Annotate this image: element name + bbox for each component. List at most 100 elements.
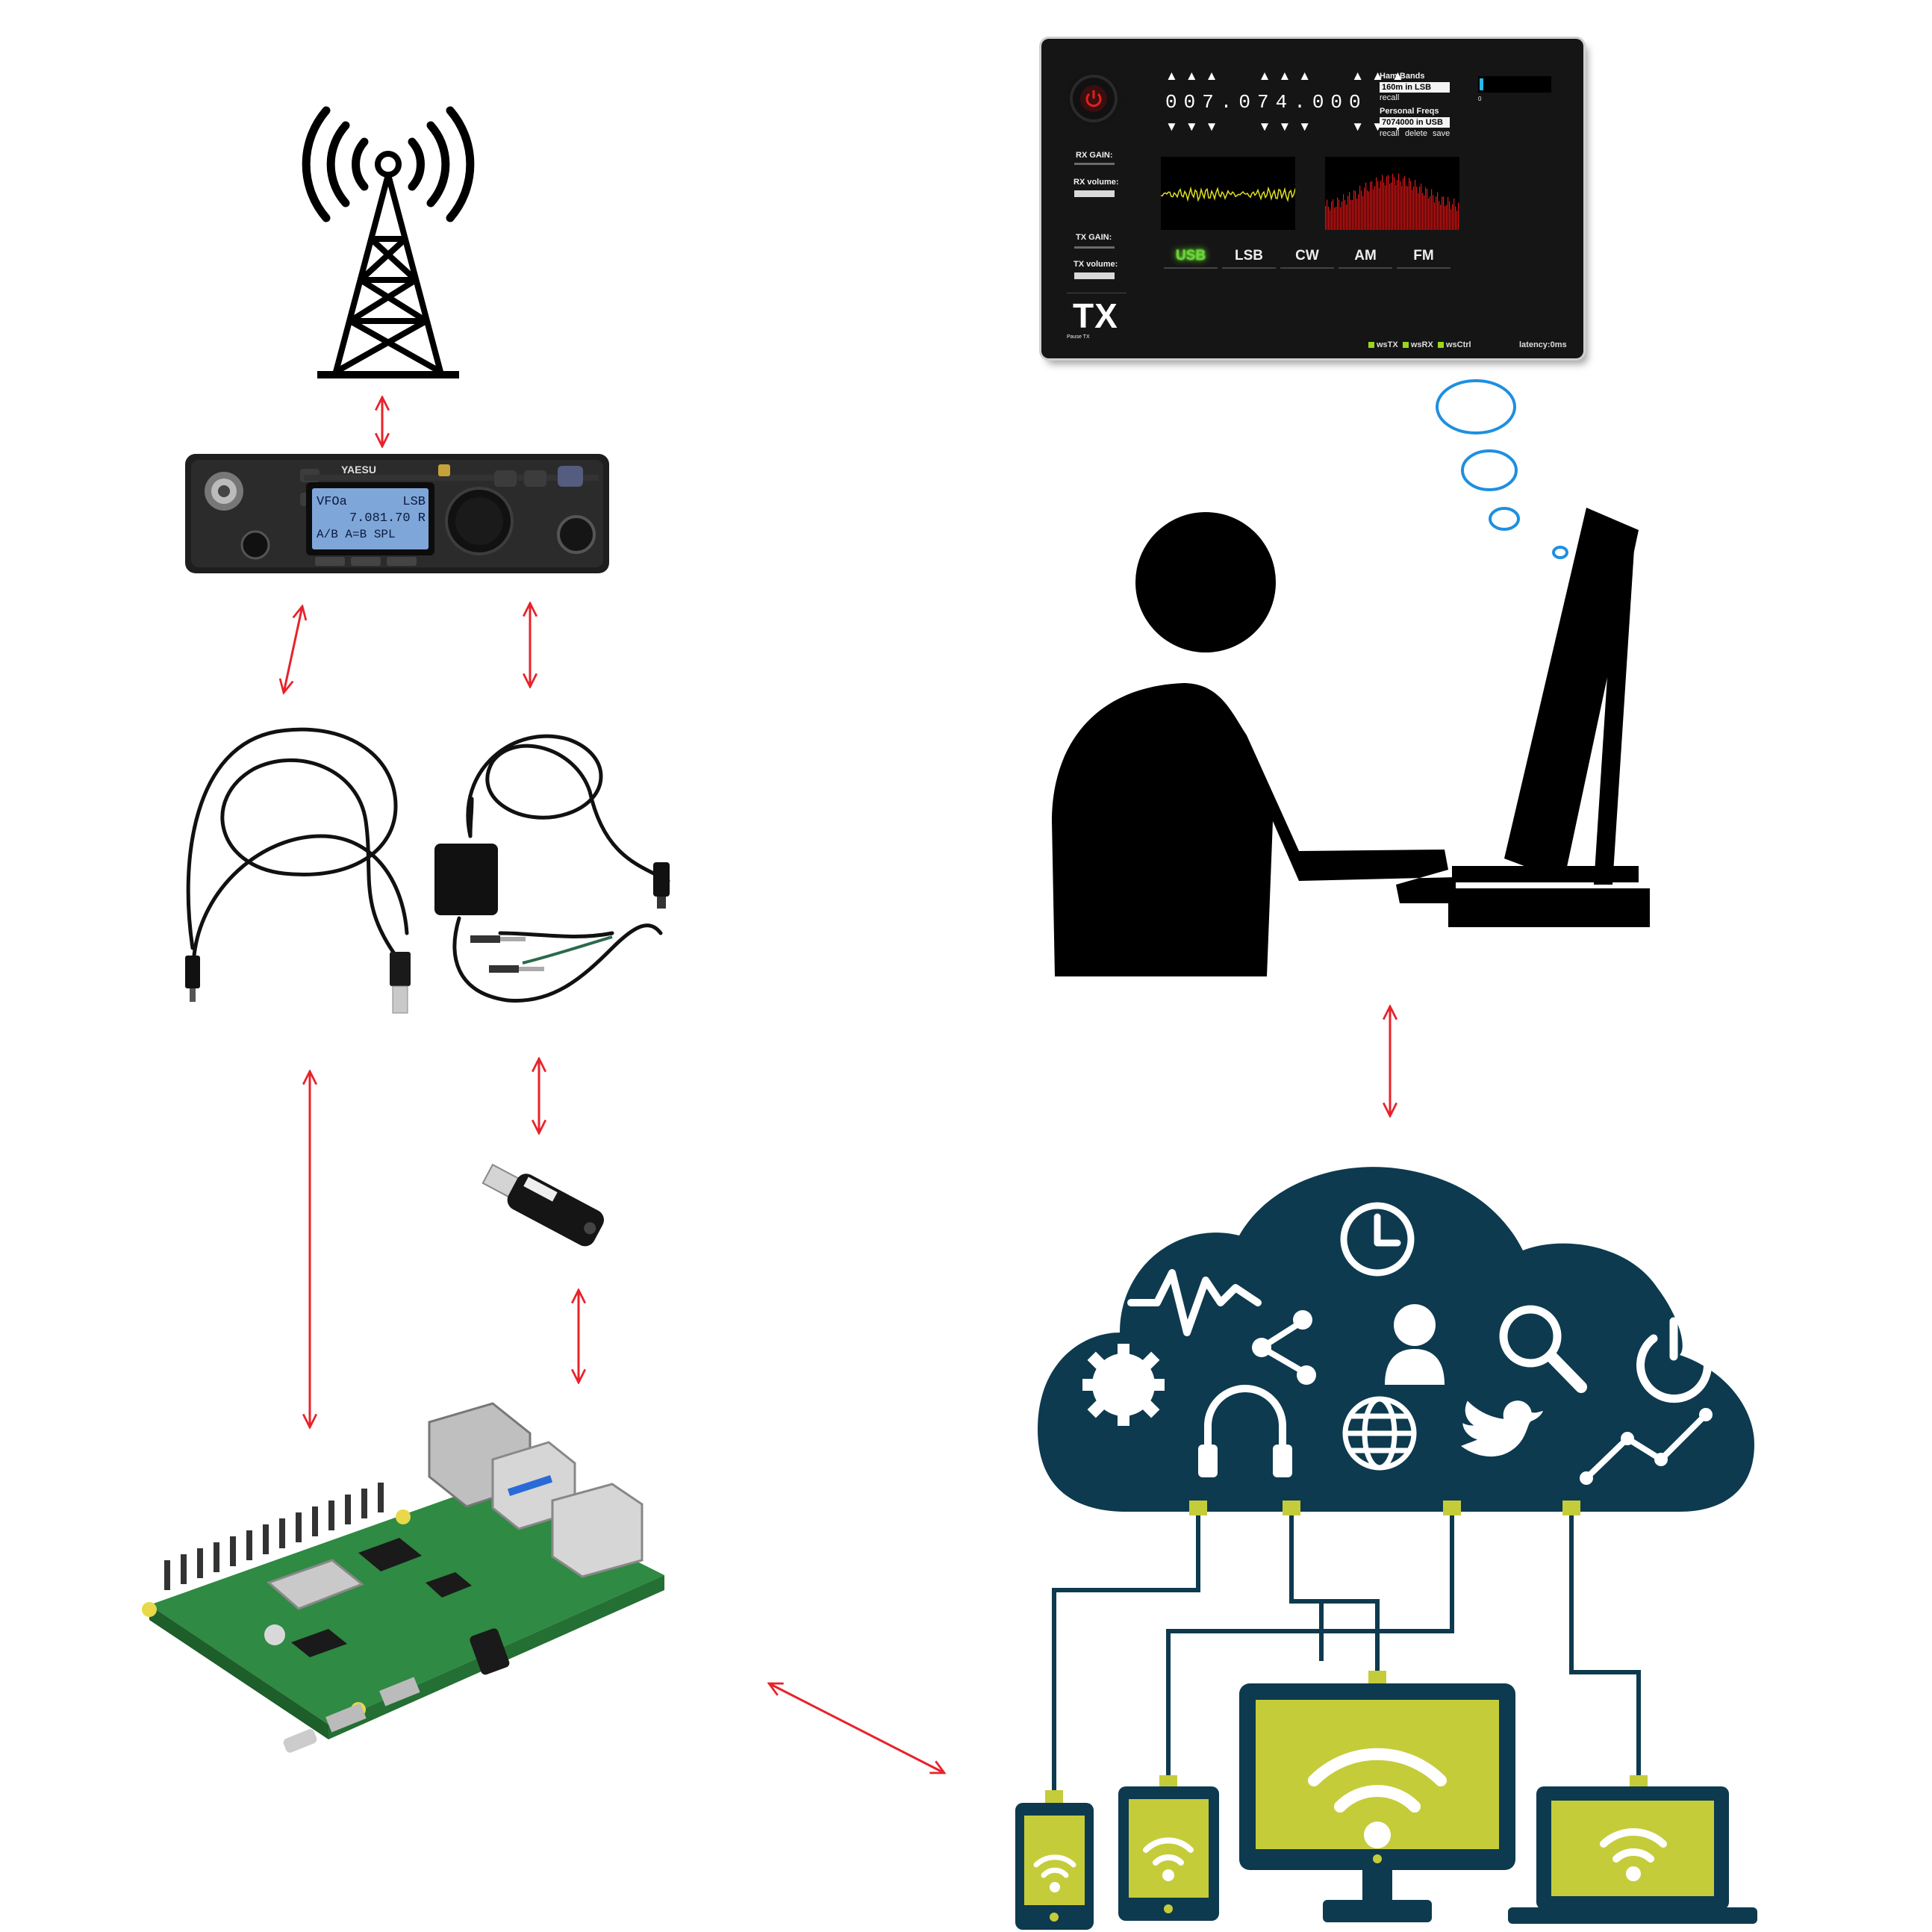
- headphones-icon: [1204, 1385, 1286, 1463]
- tx-volume-label: TX volume:: [1073, 260, 1118, 269]
- fft-bar: [1334, 208, 1336, 230]
- ws-rx-check[interactable]: [1402, 342, 1409, 348]
- fft-bar: [1355, 190, 1356, 230]
- fft-bar: [1394, 177, 1395, 230]
- fft-bar: [1416, 187, 1418, 230]
- rx-gain-label: RX GAIN:: [1076, 151, 1113, 160]
- radio-brand: YAESU: [341, 464, 376, 476]
- trend-line-icon: [1583, 1412, 1709, 1481]
- arrow-radio-cat-cable: [284, 606, 302, 693]
- fft-bar: [1437, 192, 1439, 230]
- wifi-icon: [1143, 1837, 1194, 1866]
- lcd-menu: A/B A=B SPL: [317, 528, 396, 541]
- fft-bar: [1337, 197, 1339, 230]
- tx-button[interactable]: TX: [1073, 296, 1118, 335]
- wifi-icon: [1600, 1828, 1667, 1863]
- ws-rx-label: wsRX: [1410, 340, 1433, 349]
- bird-icon: [1461, 1400, 1543, 1457]
- gear-icon: [1082, 1344, 1165, 1426]
- personal-save-btn[interactable]: save: [1433, 129, 1450, 138]
- fft-bar: [1386, 176, 1388, 230]
- fft-bar: [1371, 181, 1373, 230]
- fft-bar: [1425, 187, 1427, 230]
- fft-bar: [1398, 173, 1400, 230]
- fft-bar: [1340, 207, 1342, 230]
- ws-status: wsTX wsRX wsCtrl: [1368, 340, 1471, 349]
- fft-bar: [1350, 199, 1352, 230]
- fft-spectrum-scope: [1325, 157, 1459, 230]
- fft-bar: [1404, 175, 1406, 230]
- signal-meter-value: 0: [1478, 96, 1482, 102]
- cloud-icon: [1038, 1167, 1754, 1512]
- ham-bands-label: Ham Bands: [1380, 72, 1425, 81]
- freq-up-arrows[interactable]: ▲▲▲ ▲▲▲ ▲▲▲: [1165, 69, 1412, 83]
- headphones-cups: [1198, 1445, 1292, 1477]
- fft-bar: [1343, 194, 1344, 230]
- frequency-display: 007.074.000: [1165, 91, 1368, 113]
- fft-bar: [1395, 185, 1397, 230]
- personal-delete-btn[interactable]: delete: [1405, 129, 1427, 138]
- mode-button-lsb[interactable]: LSB: [1222, 245, 1276, 269]
- ws-tx-label: wsTX: [1377, 340, 1398, 349]
- fft-bar: [1370, 181, 1371, 230]
- person-at-computer-icon: [1052, 508, 1650, 976]
- fft-bar: [1361, 190, 1362, 230]
- fft-bar: [1356, 199, 1358, 230]
- fft-bar: [1440, 205, 1442, 230]
- rx-volume-bar[interactable]: [1074, 190, 1115, 197]
- fft-bar: [1364, 187, 1365, 230]
- clock-icon: [1340, 1202, 1415, 1277]
- fft-bar: [1449, 201, 1450, 230]
- fft-bar: [1410, 181, 1412, 230]
- mode-button-cw[interactable]: CW: [1280, 245, 1334, 269]
- fft-bar: [1379, 187, 1380, 230]
- thought-bubble-icon: [1436, 379, 1568, 559]
- lcd-frequency: 7.081.70 R: [349, 511, 426, 526]
- search-icon: [1499, 1305, 1587, 1393]
- fft-bar: [1325, 205, 1327, 230]
- mode-button-am[interactable]: AM: [1339, 245, 1392, 269]
- fft-bar: [1353, 190, 1355, 230]
- web-ui-screenshot: ▲▲▲ ▲▲▲ ▲▲▲ 007.074.000 ▼▼▼ ▼▼▼ ▼▼▼ Ham …: [1041, 39, 1583, 358]
- mode-button-usb[interactable]: USB: [1164, 245, 1218, 269]
- personal-recall-btn[interactable]: recall: [1380, 129, 1400, 138]
- freq-down-arrows[interactable]: ▼▼▼ ▼▼▼ ▼▼▼: [1165, 119, 1412, 134]
- rx-waveform-scope: [1161, 157, 1295, 230]
- wifi-icon: [1033, 1854, 1076, 1878]
- fft-bar: [1401, 186, 1403, 230]
- tx-gain-slider[interactable]: [1074, 246, 1115, 249]
- ham-bands-recall[interactable]: recall: [1380, 93, 1400, 102]
- fft-bar: [1458, 202, 1459, 230]
- power-icon: [1080, 85, 1107, 112]
- fft-bar: [1344, 200, 1346, 230]
- ws-ctrl-check[interactable]: [1437, 342, 1444, 348]
- fft-bar: [1389, 184, 1391, 230]
- personal-freqs-label: Personal Freqs: [1380, 107, 1439, 116]
- fft-bar: [1443, 196, 1445, 230]
- fft-bar: [1349, 192, 1350, 230]
- fft-bar: [1413, 186, 1415, 230]
- rx-waveform-trace: [1161, 186, 1295, 202]
- cat-usb-cable: [185, 727, 411, 1014]
- tx-pause-label: Pause TX: [1067, 334, 1090, 340]
- tx-volume-bar[interactable]: [1074, 272, 1115, 279]
- power-button[interactable]: [1073, 78, 1115, 119]
- ham-bands-select[interactable]: 160m in LSB: [1380, 82, 1450, 93]
- fft-bar: [1453, 198, 1455, 230]
- tx-gain-label: TX GAIN:: [1076, 233, 1112, 242]
- fft-bar: [1388, 175, 1389, 230]
- fft-bar: [1362, 196, 1364, 230]
- fft-bar: [1391, 182, 1392, 230]
- personal-freqs-select[interactable]: 7074000 in USB: [1380, 117, 1450, 128]
- ws-ctrl-label: wsCtrl: [1445, 340, 1471, 349]
- fft-bar: [1385, 185, 1386, 230]
- rx-gain-slider[interactable]: [1074, 163, 1115, 165]
- fft-bar: [1450, 209, 1452, 230]
- ws-tx-check[interactable]: [1368, 342, 1374, 348]
- fft-bar: [1456, 211, 1458, 230]
- latency-readout: latency:0ms: [1519, 340, 1567, 349]
- signal-meter: [1478, 76, 1551, 93]
- arrow-pi-cloud: [769, 1683, 944, 1773]
- mode-button-fm[interactable]: FM: [1397, 245, 1450, 269]
